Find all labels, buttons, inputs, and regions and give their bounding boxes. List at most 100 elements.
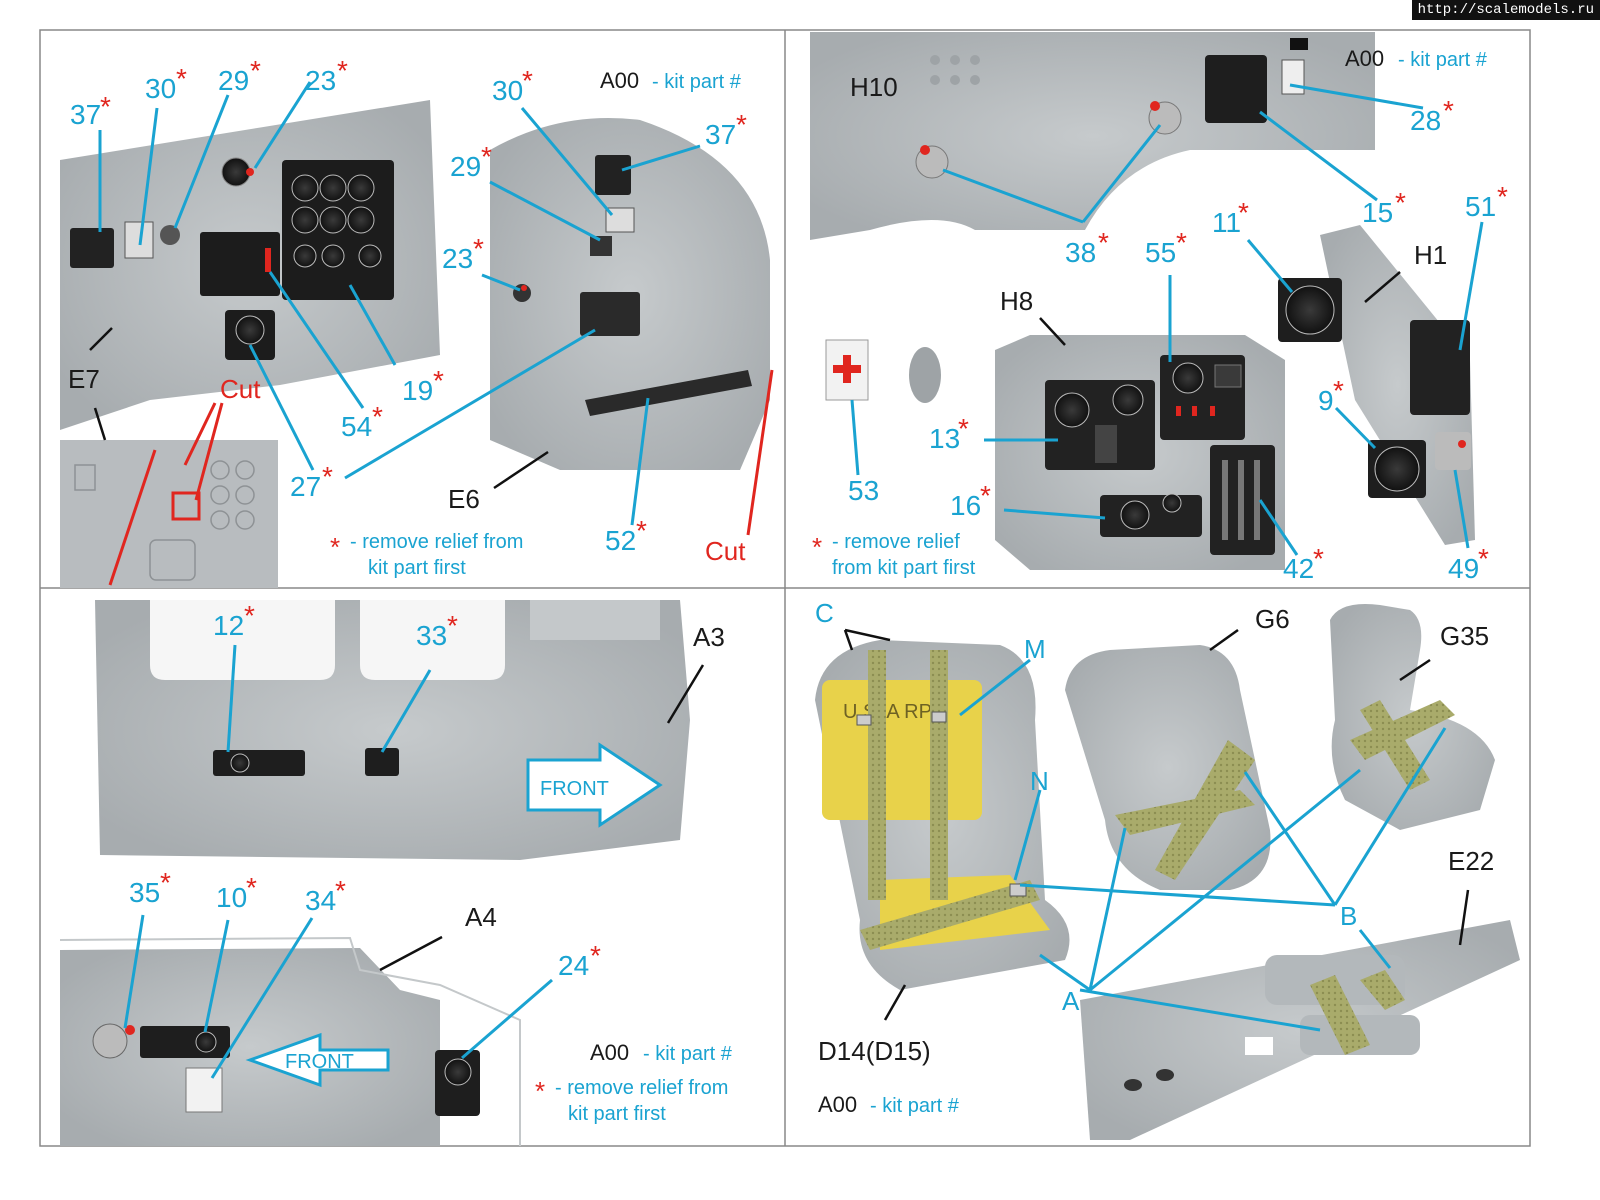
- panel-a3-a4: FRONT FRONT 12 * 33 * 35 * 10 * 34 * 24 …: [59, 600, 733, 1146]
- remove-relief-c2: kit part first: [568, 1103, 666, 1125]
- strap-left: [868, 650, 886, 900]
- part-33: 33: [416, 620, 447, 651]
- svg-text:*: *: [250, 55, 261, 86]
- seat-g6: [1065, 645, 1271, 890]
- part-12: 12: [213, 610, 244, 641]
- knob-35: [92, 1023, 128, 1059]
- svg-text:*: *: [473, 233, 484, 264]
- kit-text-3: - kit part #: [643, 1043, 733, 1065]
- part-29: 29: [218, 65, 249, 96]
- kit-text-4: - kit part #: [870, 1095, 960, 1117]
- front-label-a4: FRONT: [285, 1051, 354, 1073]
- kit-label-a3: A3: [693, 622, 725, 652]
- svg-text:*: *: [1333, 375, 1344, 406]
- part-19: 19: [402, 375, 433, 406]
- kit-code-3: A00: [590, 1040, 629, 1065]
- part-42: 42: [1283, 553, 1314, 584]
- svg-text:*: *: [1313, 543, 1324, 574]
- svg-text:*: *: [335, 875, 346, 906]
- switch-49: [1435, 432, 1471, 470]
- svg-text:*: *: [160, 867, 171, 898]
- remove-relief-1: - remove relief from: [350, 531, 523, 553]
- part-15: 15: [1362, 197, 1393, 228]
- cut-label-b: Cut: [705, 536, 746, 566]
- gauge-23: [221, 157, 251, 187]
- front-arrow-a3: [526, 742, 663, 828]
- part-35: 35: [129, 877, 160, 908]
- kit-label-h10: H10: [850, 72, 898, 102]
- svg-text:*: *: [176, 63, 187, 94]
- part-9: 9: [1318, 385, 1334, 416]
- kit-code-2: A00: [1345, 46, 1384, 71]
- part-27: 27: [290, 471, 321, 502]
- part-11: 11: [1212, 207, 1241, 238]
- panel-15: [1205, 55, 1267, 123]
- gauge-box-37: [70, 228, 114, 268]
- part-29b: 29: [450, 151, 481, 182]
- remove-relief-2: kit part first: [368, 557, 466, 579]
- svg-text:*: *: [1395, 187, 1406, 218]
- remove-relief-b1: - remove relief: [832, 531, 960, 553]
- label-a: A: [1062, 986, 1080, 1016]
- gauge-box-37b: [595, 155, 631, 195]
- svg-text:*: *: [1098, 227, 1109, 258]
- svg-text:*: *: [481, 141, 492, 172]
- a4-part-image: [60, 948, 440, 1146]
- placard-28: [1281, 59, 1305, 95]
- svg-text:*: *: [433, 365, 444, 396]
- panel-seats: U.S. A RPS: [815, 598, 1520, 1140]
- svg-text:*: *: [522, 65, 533, 96]
- part-54: 54: [341, 411, 372, 442]
- kit-label-a4: A4: [465, 902, 497, 932]
- svg-text:*: *: [447, 610, 458, 641]
- svg-text:*: *: [100, 91, 111, 122]
- strap-right: [930, 650, 948, 900]
- watermark: http://scalemodels.ru: [1411, 0, 1600, 20]
- part-28: 28: [1410, 105, 1441, 136]
- panel-12: [213, 750, 305, 776]
- panel-h10-h8-h1: 28 * 15 * 38 * 11 * 55 * 51 * 9 * 13 * 1…: [810, 32, 1508, 584]
- svg-text:*: *: [372, 401, 383, 432]
- kit-code: A00: [600, 68, 639, 93]
- kit-label-h8: H8: [1000, 286, 1033, 316]
- remove-relief-b2: from kit part first: [832, 557, 976, 579]
- part-16: 16: [950, 490, 981, 521]
- part-55: 55: [1145, 237, 1176, 268]
- panel-51: [1410, 320, 1470, 415]
- kit-label-g35: G35: [1440, 621, 1489, 651]
- remove-relief-c1: - remove relief from: [555, 1077, 728, 1099]
- svg-text:*: *: [1238, 197, 1249, 228]
- label-m: M: [1024, 634, 1046, 664]
- bottle: [909, 347, 941, 403]
- placard-34: [185, 1067, 223, 1113]
- kit-text-2: - kit part #: [1398, 49, 1488, 71]
- cut-label: Cut: [220, 374, 261, 404]
- part-52: 52: [605, 525, 636, 556]
- svg-text:*: *: [535, 1076, 545, 1106]
- svg-text:*: *: [1497, 181, 1508, 212]
- svg-text:*: *: [322, 461, 333, 492]
- part-10: 10: [216, 882, 247, 913]
- part-37: 37: [70, 99, 101, 130]
- svg-text:*: *: [1176, 227, 1187, 258]
- part-13: 13: [929, 423, 960, 454]
- kit-code-4: A00: [818, 1092, 857, 1117]
- panel-e7-e6: 37 * 30 * 29 * 23 * 19 * 54 * 27 * 30 * …: [60, 55, 774, 588]
- svg-text:*: *: [337, 55, 348, 86]
- svg-text:*: *: [330, 532, 340, 562]
- kit-label-e22: E22: [1448, 846, 1494, 876]
- svg-text:*: *: [1478, 543, 1489, 574]
- svg-text:*: *: [812, 532, 822, 562]
- svg-text:*: *: [246, 872, 257, 903]
- knob-29: [160, 225, 180, 245]
- panel-33: [365, 748, 399, 776]
- kit-label-g6: G6: [1255, 604, 1290, 634]
- part-23: 23: [305, 65, 336, 96]
- front-label-a3: FRONT: [540, 778, 609, 800]
- kit-text: - kit part #: [652, 71, 742, 93]
- label-b: B: [1340, 901, 1357, 931]
- strip-52: [585, 370, 752, 416]
- kit-label-e7: E7: [68, 364, 100, 394]
- front-arrow-a4: [245, 1032, 390, 1088]
